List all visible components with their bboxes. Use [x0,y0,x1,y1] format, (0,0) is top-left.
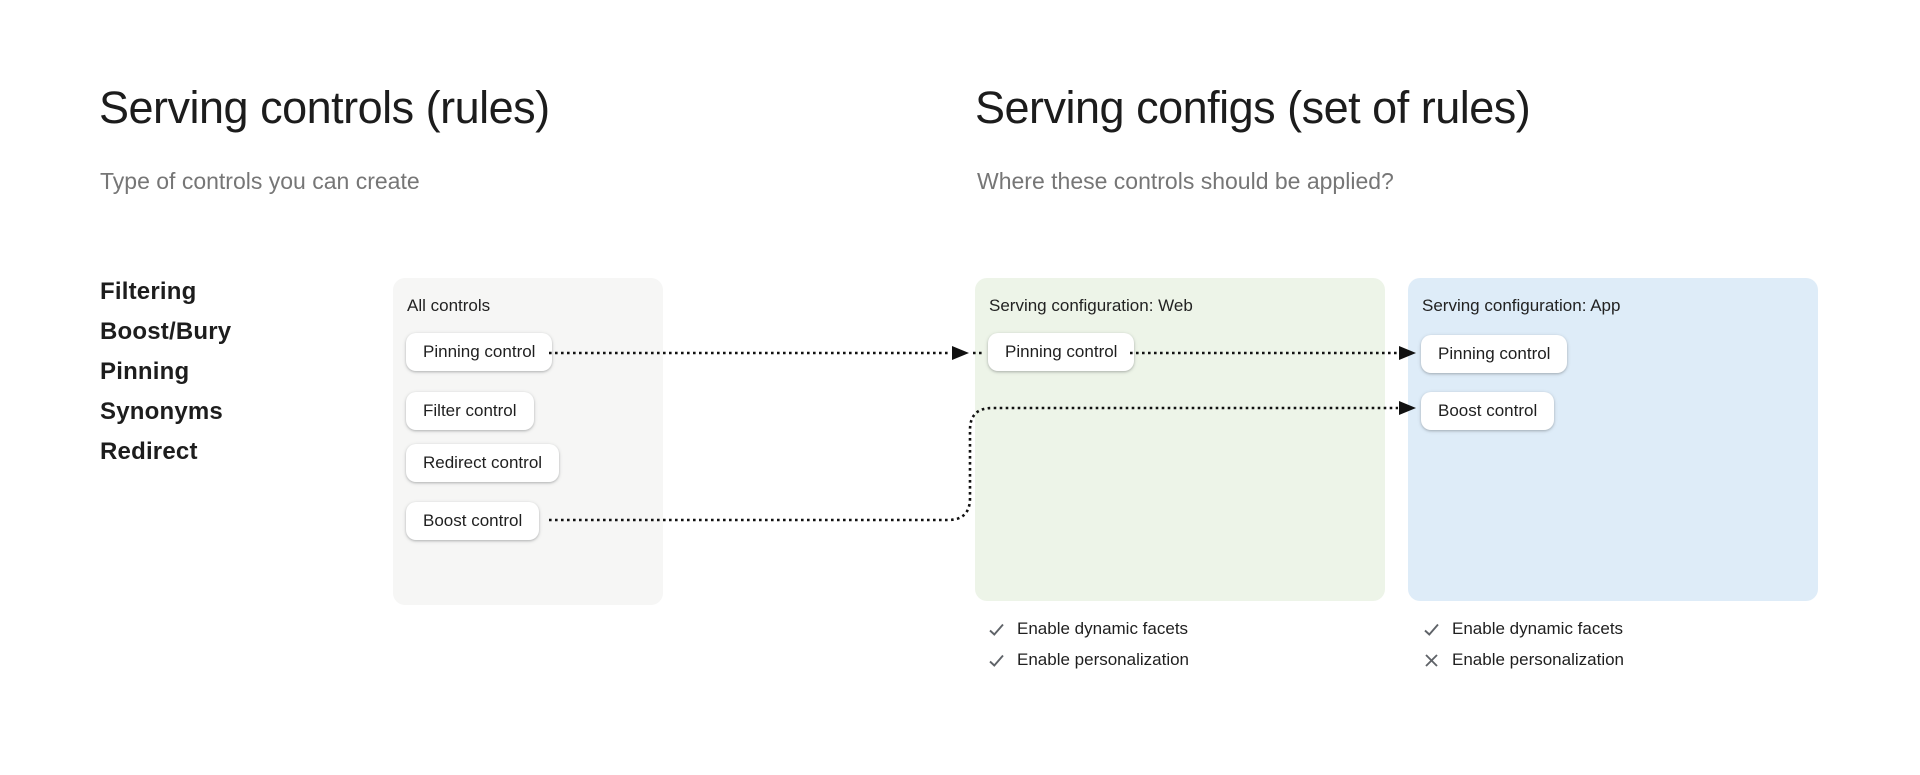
feature-row: Enable dynamic facets [1423,618,1624,640]
right-section-subtitle: Where these controls should be applied? [977,168,1394,194]
right-section-title: Serving configs (set of rules) [975,82,1531,133]
control-type-filtering: Filtering [100,278,197,305]
web-pinning-control-pill[interactable]: Pinning control [988,333,1135,371]
serving-config-web-card: Serving configuration: Web Pinning contr… [975,278,1385,601]
left-section-title: Serving controls (rules) [99,82,550,133]
boost-control-pill[interactable]: Boost control [406,502,540,540]
feature-row: Enable dynamic facets [988,618,1189,640]
control-type-redirect: Redirect [100,438,198,465]
feature-label: Enable dynamic facets [1452,619,1624,638]
check-icon [989,654,1004,667]
control-type-synonyms: Synonyms [100,398,223,425]
serving-config-app-card: Serving configuration: App Pinning contr… [1408,278,1818,601]
x-icon [1425,653,1438,667]
control-type-list: Filtering Boost/Bury Pinning Synonyms Re… [100,272,231,472]
web-card-label: Serving configuration: Web [989,296,1193,315]
app-pinning-control-pill[interactable]: Pinning control [1421,335,1568,373]
left-section-subtitle: Type of controls you can create [100,168,420,194]
control-type-pinning: Pinning [100,358,190,385]
feature-label: Enable personalization [1017,650,1190,669]
feature-row: Enable personalization [1423,649,1624,671]
app-card-features: Enable dynamic facets Enable personaliza… [1423,618,1624,671]
feature-row: Enable personalization [988,649,1189,671]
feature-label: Enable personalization [1452,650,1625,669]
control-type-boost-bury: Boost/Bury [100,318,232,345]
all-controls-card: All controls Pinning control Filter cont… [393,278,663,605]
all-controls-card-label: All controls [407,296,491,315]
filter-control-pill[interactable]: Filter control [406,392,534,430]
feature-label: Enable dynamic facets [1017,619,1189,638]
pinning-control-pill[interactable]: Pinning control [406,333,553,371]
arrowhead-icon [952,346,969,360]
check-icon [989,623,1004,636]
redirect-control-pill[interactable]: Redirect control [406,444,560,482]
web-card-features: Enable dynamic facets Enable personaliza… [988,618,1189,671]
app-card-label: Serving configuration: App [1422,296,1621,315]
app-boost-control-pill[interactable]: Boost control [1421,392,1555,430]
check-icon [1424,623,1439,636]
